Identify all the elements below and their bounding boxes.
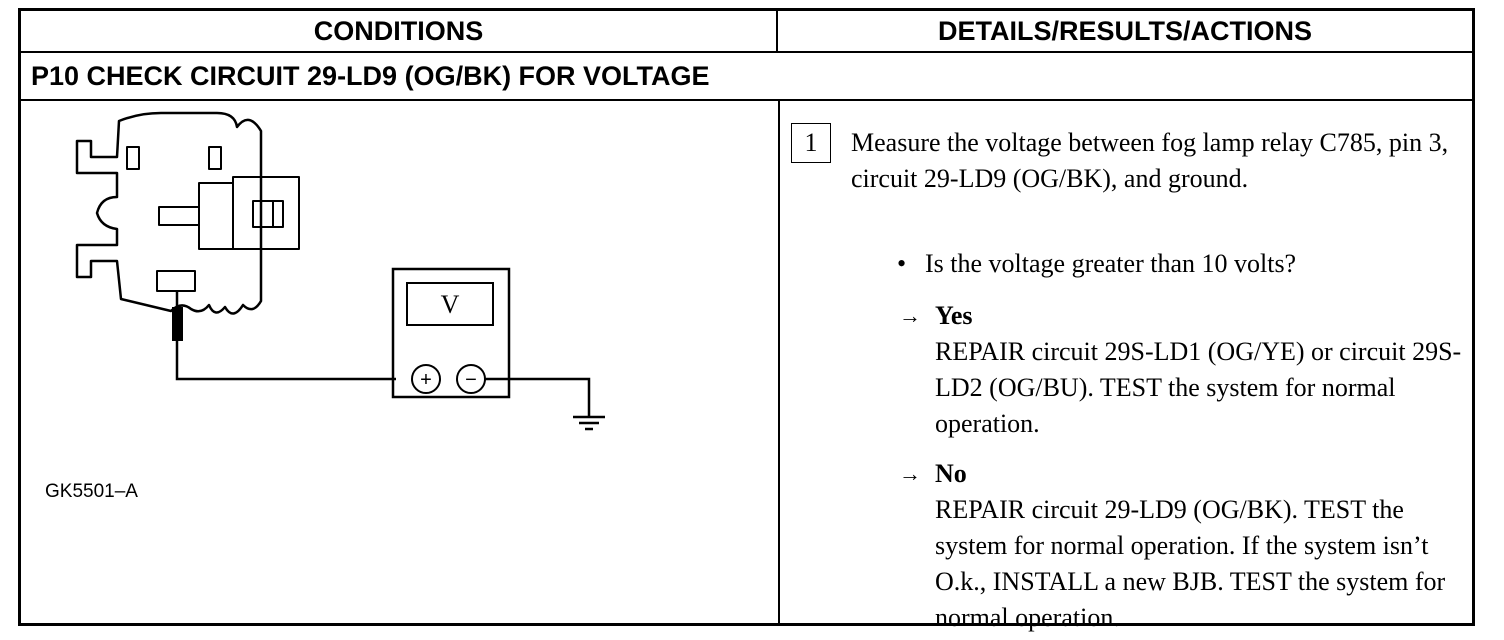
figure-id: GK5501–A — [45, 481, 138, 502]
yes-action: REPAIR circuit 29S-LD1 (OG/YE) or circui… — [935, 337, 1462, 438]
minus-terminal: − — [465, 369, 477, 391]
ground-lead — [485, 377, 591, 417]
diagnostic-table: CONDITIONS DETAILS/RESULTS/ACTIONS P10 C… — [18, 8, 1475, 632]
step-title: P10 CHECK CIRCUIT 29-LD9 (OG/BK) FOR VOL… — [31, 61, 710, 91]
conditions-diagram: V + − GK5501–A — [21, 101, 778, 626]
column-divider — [778, 101, 780, 623]
probe-icon — [172, 291, 183, 341]
circuit-diagram: V + − — [75, 111, 605, 431]
step-number-box: 1 — [791, 123, 831, 163]
step-title-row: P10 CHECK CIRCUIT 29-LD9 (OG/BK) FOR VOL… — [21, 53, 1472, 101]
yes-arrow-icon: → — [899, 303, 921, 328]
yes-label: Yes — [935, 301, 973, 330]
test-lead — [175, 341, 396, 381]
plus-terminal: + — [420, 369, 432, 391]
no-label: No — [935, 459, 967, 488]
no-arrow-icon: → — [899, 461, 921, 486]
ground-symbol-icon — [573, 415, 605, 431]
header-row: CONDITIONS DETAILS/RESULTS/ACTIONS — [21, 11, 1472, 53]
step-instruction: Measure the voltage between fog lamp rel… — [851, 128, 1449, 193]
step-question: • Is the voltage greater than 10 volts? — [897, 246, 1457, 282]
conditions-header: CONDITIONS — [21, 11, 778, 51]
details-header: DETAILS/RESULTS/ACTIONS — [937, 16, 1312, 46]
meter-label: V — [441, 290, 460, 319]
relay-connector-icon — [75, 111, 300, 315]
question-text: Is the voltage greater than 10 volts? — [925, 249, 1297, 278]
voltmeter-icon: V + − — [391, 267, 511, 399]
bullet-icon: • — [897, 249, 907, 278]
no-action: REPAIR circuit 29-LD9 (OG/BK). TEST the … — [935, 495, 1446, 632]
